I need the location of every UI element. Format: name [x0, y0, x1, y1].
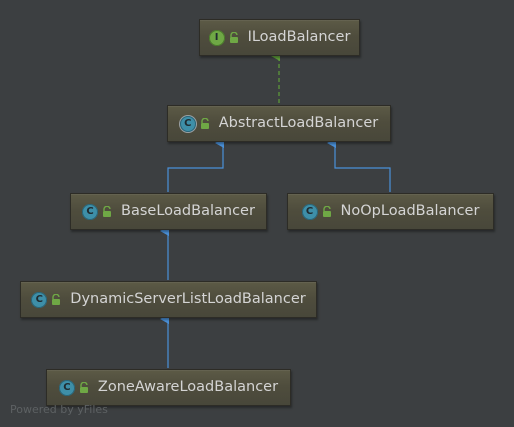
- node-label: AbstractLoadBalancer: [218, 115, 379, 132]
- edge-noop-to-abstract: [327, 138, 391, 192]
- public-lock-icon: [229, 31, 238, 43]
- node-nooploadbalancer[interactable]: C NoOpLoadBalancer: [287, 193, 494, 230]
- class-c-icon: C: [31, 291, 48, 308]
- node-label: ZoneAwareLoadBalancer: [97, 379, 279, 396]
- edge-base-to-abstract: [167, 138, 224, 192]
- public-lock-icon: [322, 205, 331, 217]
- public-lock-icon: [52, 293, 61, 305]
- interface-i-icon: I: [208, 29, 225, 46]
- node-baseloadbalancer[interactable]: C BaseLoadBalancer: [70, 193, 267, 230]
- node-label: DynamicServerListLoadBalancer: [70, 291, 306, 308]
- class-c-icon: C: [58, 379, 75, 396]
- class-c-icon: C: [301, 203, 318, 220]
- yfiles-watermark: Powered by yFiles: [10, 403, 108, 416]
- node-dynamicserverlistloadbalancer[interactable]: C DynamicServerListLoadBalancer: [20, 281, 317, 318]
- node-label: ILoadBalancer: [247, 29, 351, 46]
- public-lock-icon: [79, 381, 88, 393]
- node-label: NoOpLoadBalancer: [340, 203, 480, 220]
- abstract-class-c-icon: C: [179, 115, 196, 132]
- node-label: BaseLoadBalancer: [121, 203, 255, 220]
- public-lock-icon: [200, 117, 209, 129]
- public-lock-icon: [103, 205, 112, 217]
- node-zoneawareloadbalancer[interactable]: C ZoneAwareLoadBalancer: [46, 369, 291, 406]
- node-iloadbalancer[interactable]: I ILoadBalancer: [199, 19, 360, 56]
- class-c-icon: C: [82, 203, 99, 220]
- node-abstractloadbalancer[interactable]: C AbstractLoadBalancer: [167, 105, 391, 142]
